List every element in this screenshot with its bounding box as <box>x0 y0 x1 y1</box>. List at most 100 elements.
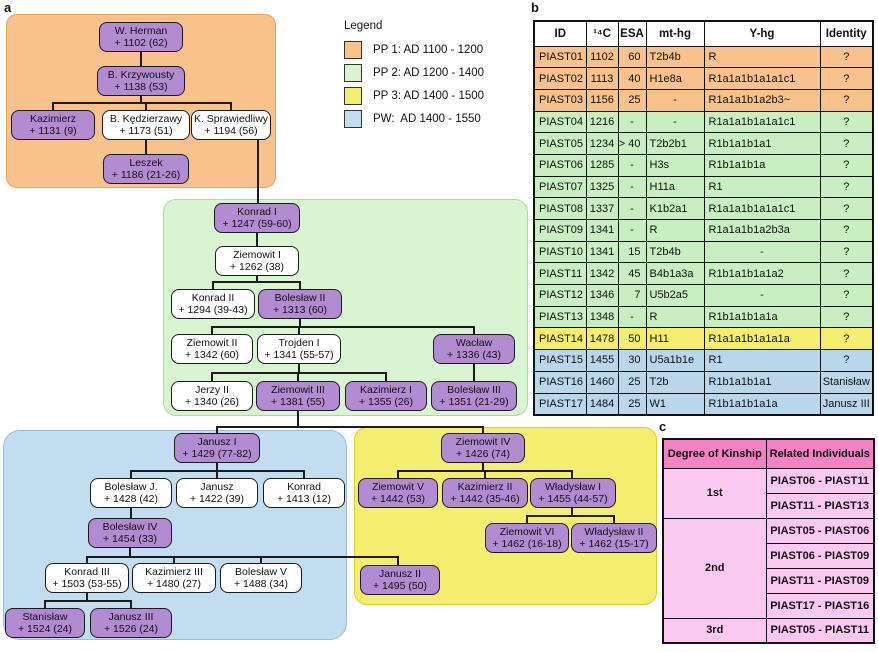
cell-related-pair: PIAST05 - PIAST06 <box>765 517 875 544</box>
person-name: Trojden I <box>278 336 320 349</box>
connector-line <box>482 427 484 433</box>
connector-line <box>385 373 387 381</box>
person-name: Konrad <box>287 480 321 493</box>
cell-identity: ? <box>819 327 874 351</box>
cell-y-hg: R1 <box>703 349 821 372</box>
connector-line <box>52 102 232 104</box>
tree-node-kazimierz2: Kazimierz II+ 1442 (35-46) <box>442 478 528 508</box>
connector-line <box>130 471 132 478</box>
col-header-mt-hg: mt-hg <box>645 20 705 47</box>
cell-identity: ? <box>819 175 874 199</box>
person-name: Ziemowit IV <box>455 435 511 448</box>
cell-id: PIAST08 <box>533 197 587 220</box>
connector-line <box>299 319 301 327</box>
tree-node-ziemowit5: Ziemowit V+ 1442 (53) <box>358 478 438 508</box>
cell-related-pair: PIAST05 - PIAST11 <box>765 617 875 644</box>
tree-node-trojden1: Trojden I+ 1341 (55-57) <box>257 334 341 364</box>
period-region-pw <box>3 430 347 640</box>
legend-item-label: PP 1: AD 1100 - 1200 <box>373 43 484 56</box>
cell-y-hg: - <box>703 284 821 307</box>
connector-line <box>526 516 528 523</box>
connector-line <box>484 471 486 478</box>
cell-y-hg: R1b1a1b1a1a <box>703 305 821 329</box>
connector-line <box>613 516 615 523</box>
connector-line <box>299 282 301 289</box>
tree-node-waclaw: Wacław+ 1336 (43) <box>433 334 515 364</box>
cell-esa: 30 <box>617 349 647 372</box>
connector-line <box>216 463 218 471</box>
cell-esa: 50 <box>617 327 647 351</box>
connector-line <box>257 140 259 203</box>
person-name: Janusz III <box>108 610 154 623</box>
cell-esa: 60 <box>617 45 647 69</box>
person-name: Ziemowit VI <box>499 525 555 538</box>
cell-id: PIAST01 <box>533 45 587 69</box>
cell-esa: 25 <box>617 88 647 112</box>
cell-id: PIAST13 <box>533 305 587 329</box>
cell-identity: ? <box>819 305 874 329</box>
kinship-row: PIAST17 - PIAST16 <box>663 592 875 619</box>
cell-related-pair: PIAST11 - PIAST09 <box>765 567 875 594</box>
person-name: Ziemowit I <box>233 248 281 261</box>
person-name: Bolesław V <box>235 565 287 578</box>
kinship-row: PIAST11 - PIAST09 <box>663 567 875 594</box>
person-name: Leszek <box>129 156 163 169</box>
death-date: + 1102 (62) <box>114 37 168 49</box>
connector-line <box>211 326 475 328</box>
tree-node-jerzy2: Jerzy II+ 1340 (26) <box>171 381 253 411</box>
cell-c14: 1341 <box>585 219 619 242</box>
cell-c14: 1156 <box>585 88 619 112</box>
connector-line <box>212 282 214 289</box>
death-date: + 1442 (35-46) <box>450 493 520 505</box>
connector-line <box>44 600 132 602</box>
person-name: Janusz <box>200 480 234 493</box>
person-name: Janusz II <box>378 567 422 580</box>
connector-line <box>216 427 218 433</box>
person-name: B. Kędzierzawy <box>109 112 183 125</box>
tree-node-leszek: Leszek+ 1186 (21-26) <box>103 154 189 184</box>
cell-identity: ? <box>819 197 874 220</box>
legend-item-pp2: PP 2: AD 1200 - 1400 <box>344 61 524 84</box>
panel-c-label: c <box>659 419 667 434</box>
cell-c14: 1102 <box>585 45 619 69</box>
tree-node-janusz3: Janusz III+ 1526 (24) <box>90 608 172 638</box>
connector-line <box>256 233 258 246</box>
cell-mt-hg: H11 <box>645 327 705 351</box>
cell-id: PIAST10 <box>533 240 587 264</box>
col-header-c14: ¹⁴C <box>585 20 619 47</box>
person-name: Bolesław J. <box>104 480 158 493</box>
cell-y-hg: R1b1a1b1a1a2 <box>703 262 821 286</box>
cell-identity: ? <box>819 262 874 286</box>
connector-line <box>211 327 213 334</box>
death-date: + 1351 (21-29) <box>439 396 509 408</box>
person-name: Bolesław III <box>447 383 501 396</box>
cell-esa: 25 <box>617 370 647 394</box>
connector-line <box>397 557 399 565</box>
cell-c14: 1342 <box>585 262 619 286</box>
cell-mt-hg: T2b4b <box>645 45 705 69</box>
legend-item-label: PW: AD 1400 - 1550 <box>373 112 481 125</box>
col-header-y-hg: Y-hg <box>703 20 821 47</box>
death-date: + 1342 (60) <box>185 349 239 361</box>
legend-items: PP 1: AD 1100 - 1200 PP 2: AD 1200 - 1400… <box>344 38 524 130</box>
cell-c14: 1337 <box>585 197 619 220</box>
death-date: + 1488 (34) <box>234 578 288 590</box>
cell-c14: 1341 <box>585 240 619 264</box>
person-name: Kazimierz <box>29 112 77 125</box>
cell-related-pair: PIAST06 - PIAST09 <box>765 542 875 569</box>
kinship-table: Degree of Kinship Related Individuals 1s… <box>662 438 875 644</box>
person-name: Władysław I <box>544 480 601 493</box>
death-date: + 1462 (16-18) <box>492 538 562 550</box>
cell-c14: 1348 <box>585 305 619 329</box>
cell-mt-hg: H1e8a <box>645 67 705 90</box>
legend-color-swatch <box>344 40 362 59</box>
person-name: Kazimierz II <box>457 480 513 493</box>
death-date: + 1336 (43) <box>447 349 501 361</box>
